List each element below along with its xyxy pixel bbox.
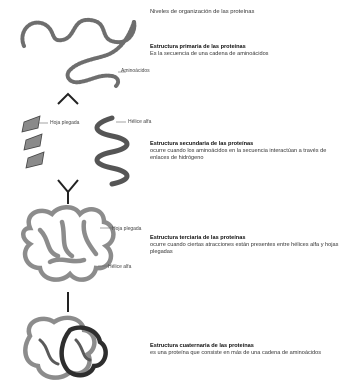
arrow-up-chevron-1	[58, 94, 78, 104]
level-secondary: Estructura secundaria de las proteínas o…	[150, 141, 340, 162]
level-quaternary-body: es una proteína que consiste en más de u…	[150, 350, 340, 357]
level-primary-body: Es la secuencia de una cadena de aminoác…	[150, 51, 340, 58]
label-pleated-sheet-tertiary: Hoja plegada	[112, 226, 141, 232]
diagram-title: Niveles de organización de las proteínas	[150, 9, 254, 16]
label-alpha-helix-tertiary: Hélice alfa	[108, 264, 131, 270]
label-pleated-sheet: Hoja plegada	[50, 120, 79, 126]
level-primary-heading: Estructura primaria de las proteínas	[150, 44, 340, 51]
quaternary-structure-shape	[25, 318, 105, 378]
primary-structure-chain	[22, 20, 134, 86]
level-primary: Estructura primaria de las proteínas Es …	[150, 44, 340, 58]
alpha-helix-shape	[97, 118, 127, 184]
level-tertiary-body: ocurre cuando ciertas atracciones están …	[150, 242, 340, 256]
pleated-sheet-shape	[22, 116, 44, 168]
level-quaternary-heading: Estructura cuaternaria de las proteínas	[150, 343, 340, 350]
level-quaternary: Estructura cuaternaria de las proteínas …	[150, 343, 340, 357]
label-alpha-helix: Hélice alfa	[128, 119, 151, 125]
tertiary-structure-shape	[23, 207, 113, 279]
level-secondary-body: ocurre cuando los aminoácidos en la secu…	[150, 148, 340, 162]
level-tertiary-heading: Estructura terciaria de las proteínas	[150, 235, 340, 242]
level-tertiary: Estructura terciaria de las proteínas oc…	[150, 235, 340, 256]
level-secondary-heading: Estructura secundaria de las proteínas	[150, 141, 340, 148]
arrow-merge-shape	[58, 180, 78, 204]
label-amino-acids: Aminoácidos	[121, 68, 150, 74]
